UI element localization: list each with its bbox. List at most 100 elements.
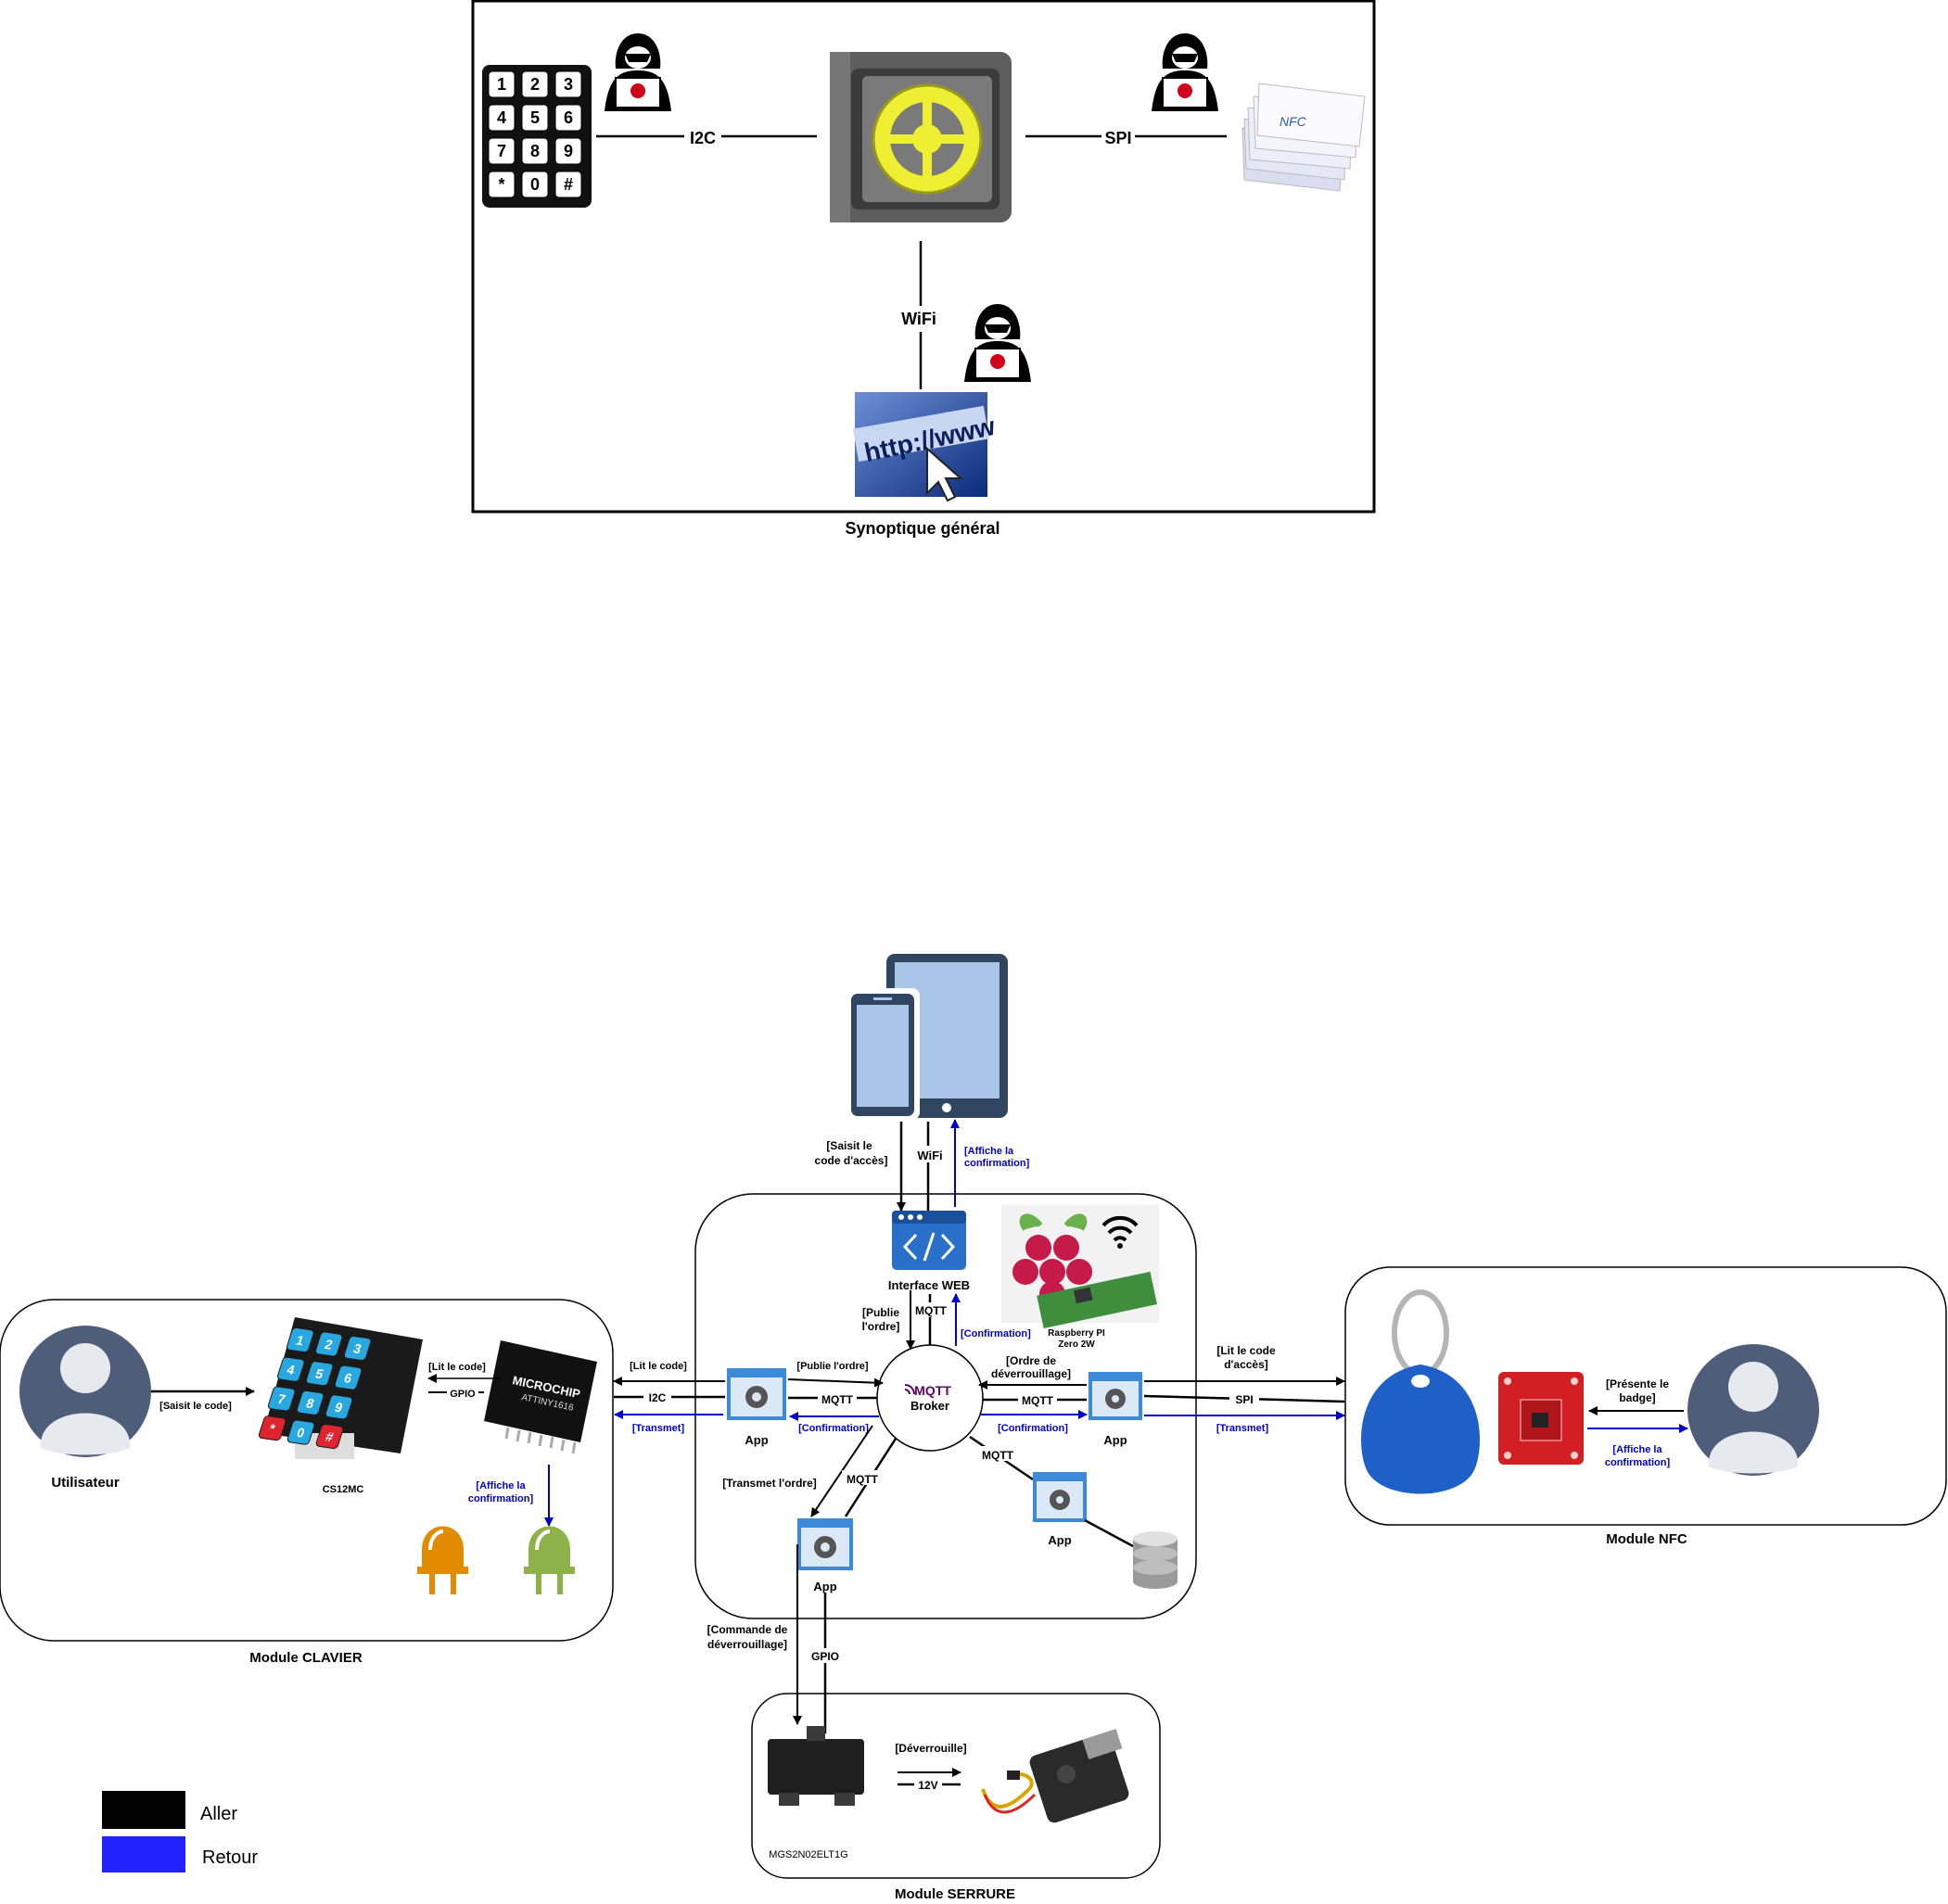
link-i2c: I2C [649,1391,667,1404]
database-icon [1133,1531,1178,1589]
keypad-key [325,1394,353,1420]
arrow-confirmation-top: [Confirmation] [961,1328,1031,1339]
module-clavier-label: Module CLAVIER [249,1650,363,1666]
broker-label: Broker [910,1399,949,1413]
rpi-label-2: Zero 2W [1058,1339,1095,1350]
keypad-key [521,171,549,198]
arrow-transmet-right: [Transmet] [1216,1423,1269,1434]
keypad-key-label: 5 [530,108,540,127]
nfc-reader-image [1498,1372,1584,1465]
keypad-key [521,70,549,98]
keypad-key [314,1331,343,1357]
hacker-icon [1152,33,1218,111]
keypad-key-label: 6 [564,108,573,127]
keypad-key [521,104,549,132]
app-bottom-left-label: App [813,1580,836,1593]
keypad-key-label: 9 [564,142,573,160]
hacker-icon [605,33,671,111]
keypad-key-label: 8 [530,142,540,160]
link-label-i2c: I2C [690,129,716,147]
arrow-saisit-code-acces-2: code d'accès] [815,1154,888,1167]
web-interface-icon [892,1211,966,1270]
arrow-lit-code-left: [Lit le code] [630,1361,687,1372]
legend-swatch-retour [102,1836,185,1872]
keypad-key-label: 0 [530,175,540,194]
keypad-key [267,1386,296,1412]
keypad-key [258,1415,286,1441]
arrow-saisit-code-acces: [Saisit le [826,1139,872,1152]
web-interface-label: Interface WEB [888,1278,970,1292]
keypad-key-label: 3 [564,75,573,94]
keypad-key [315,1423,344,1450]
keypad-key [488,137,516,165]
arrow-affiche-confirmation-top-2: confirmation] [964,1158,1030,1169]
link-wifi: WiFi [917,1149,942,1162]
arrow-affiche-confirmation-nfc: [Affiche la [1612,1444,1662,1455]
mqtt-logo: MQTT [914,1383,951,1398]
keypad-key-label: 4 [497,108,506,127]
keypad-key-label: 7 [497,142,506,160]
keypad-key [343,1335,372,1361]
arrow-affiche-confirmation-top: [Affiche la [964,1146,1014,1157]
keypad-key [521,137,549,165]
link-mqtt-right: MQTT [1022,1394,1054,1407]
arrow-publie-ordre: [Publie l'ordre] [796,1361,869,1372]
raspberry-pi-image [1001,1205,1159,1329]
keypad-key [334,1365,363,1390]
user-avatar [1687,1344,1819,1476]
link-mqtt-top: MQTT [915,1304,948,1317]
user-avatar [19,1326,151,1457]
keypad-key [554,171,582,198]
keypad-key [305,1361,334,1387]
app-right-icon [1089,1372,1142,1420]
arrow-presente-badge-2: badge] [1619,1391,1655,1404]
keypad-key [488,171,516,198]
user-label: Utilisateur [51,1475,120,1491]
module-serrure-label: Module SERRURE [895,1886,1015,1902]
led-orange-icon [417,1526,468,1594]
keypad-key-label: * [498,175,504,194]
link-mqtt-bottom-right: MQTT [982,1449,1014,1462]
keypad-key [296,1390,325,1415]
keypad-key-label: 1 [497,75,506,94]
keypad-key [286,1327,314,1353]
hacker-icon [964,304,1031,382]
keypad-key [488,104,516,132]
link-label-spi: SPI [1104,129,1131,147]
arrow-affiche-confirmation: [Affiche la [476,1480,526,1491]
app-bottom-right-icon [1033,1472,1087,1522]
rpi-label: Raspberry PI [1048,1328,1105,1339]
keypad-key-label: * [267,1421,277,1437]
keypad-key [554,137,582,165]
legend-label-retour: Retour [202,1847,258,1868]
link-mqtt-left: MQTT [821,1393,854,1406]
mosfet-image [768,1726,864,1806]
app-bottom-left-icon [797,1518,853,1570]
arrow-deverrouille: [Déverrouille] [895,1742,966,1755]
keypad-key [488,70,516,98]
safe-image [830,52,1012,222]
arrow-commande-deverrouillage-2: déverrouillage] [707,1638,787,1651]
app-left-label: App [745,1433,768,1447]
keypad-part-label: CS12MC [323,1484,364,1495]
synoptique-caption: Synoptique général [845,519,999,538]
link-spi: SPI [1235,1393,1253,1406]
arrow-saisit-code: [Saisit le code] [159,1401,232,1412]
nfc-cards-image: NFC [1241,83,1366,192]
module-nfc: [Présente le badge] [Affiche la confirma… [1361,1289,1819,1494]
app-left-icon [727,1368,786,1420]
keypad-key [276,1356,305,1382]
arrow-ordre-deverrouillage: [Ordre de [1006,1354,1056,1367]
arrow-lit-code-acces-2: d'accès] [1224,1358,1268,1371]
keypad-key [286,1419,315,1445]
keypad-key [554,104,582,132]
arrow-publie-ordre-top: [Publie [862,1306,899,1319]
mqtt-broker [876,1344,984,1452]
keypad-key-label: 2 [530,75,540,94]
arrow-confirmation-right: [Confirmation] [998,1423,1068,1434]
module-serrure: MGS2N02ELT1G [Déverrouille] 12V [768,1726,1129,1860]
arrow-lit-code-acces: [Lit le code [1216,1344,1276,1357]
